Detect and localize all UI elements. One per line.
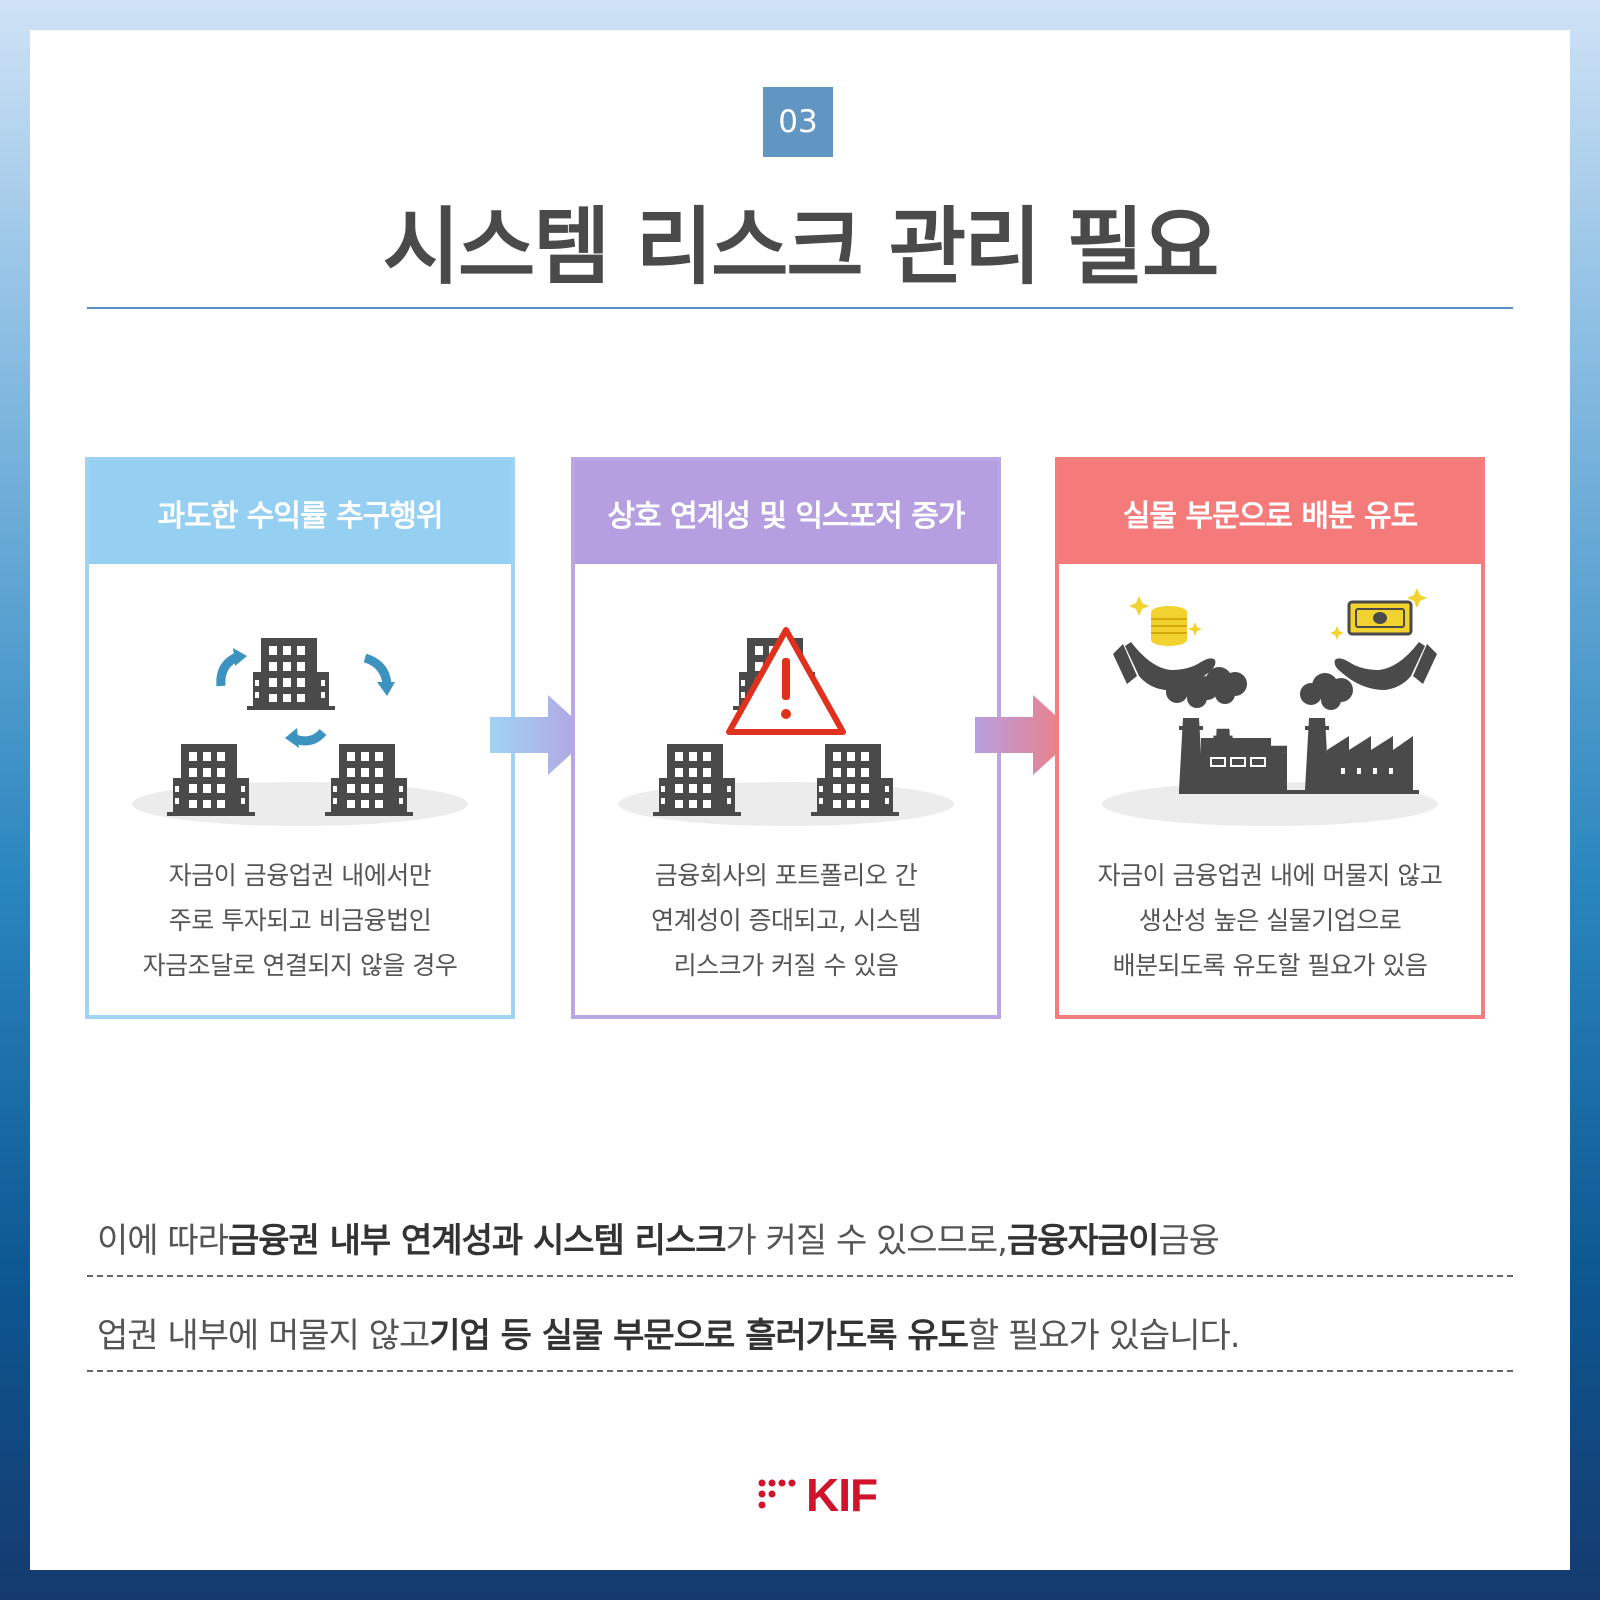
card-heading: 상호 연계성 및 익스포저 증가: [575, 461, 997, 564]
card-description: 자금이 금융업권 내에서만 주로 투자되고 비금융법인 자금조달로 연결되지 않…: [142, 861, 458, 980]
card-excessive-yield: 과도한 수익률 추구행위 자금이 금융업권 내에서만 주로 투자되고 비금융법인…: [85, 457, 515, 1019]
coin-stack-icon: [1129, 596, 1202, 646]
page-title: 시스템 리스크 관리 필요: [382, 198, 1220, 296]
card-heading: 과도한 수익률 추구행위: [89, 461, 511, 564]
buildings-cycle-icon: [132, 638, 468, 826]
right-arrow-icon: [490, 695, 592, 775]
title-divider: [87, 307, 1513, 309]
banknote-icon: [1330, 588, 1427, 640]
factory-icon: [1299, 673, 1419, 794]
factory-icon: [1166, 667, 1287, 790]
kif-logo: KIF: [758, 1469, 878, 1521]
card-real-sector-allocation: 실물 부문으로 배분 유도: [1055, 457, 1485, 1019]
infographic-card: 03 시스템 리스크 관리 필요 과도한 수익률 추구행위 자금이 금융업권 내…: [30, 30, 1570, 1570]
card-description: 금융회사의 포트폴리오 간 연계성이 증대되고, 시스템 리스크가 커질 수 있…: [651, 861, 921, 980]
card-interconnection-exposure: 상호 연계성 및 익스포저 증가 금융회사의 포트폴리오 간 연계성이 증대되고…: [571, 457, 1001, 1019]
kif-logo-dots-icon: [758, 1479, 796, 1509]
hands-factories-icon: [1102, 588, 1438, 826]
kif-logo-text: KIF: [806, 1469, 878, 1521]
buildings-warning-icon: [618, 627, 954, 826]
card-description: 자금이 금융업권 내에 머물지 않고 생산성 높은 실물기업으로 배분되도록 유…: [1097, 861, 1443, 980]
section-number-badge: 03: [763, 87, 833, 157]
right-arrow-icon: [975, 695, 1077, 775]
card-heading: 실물 부문으로 배분 유도: [1059, 461, 1481, 564]
